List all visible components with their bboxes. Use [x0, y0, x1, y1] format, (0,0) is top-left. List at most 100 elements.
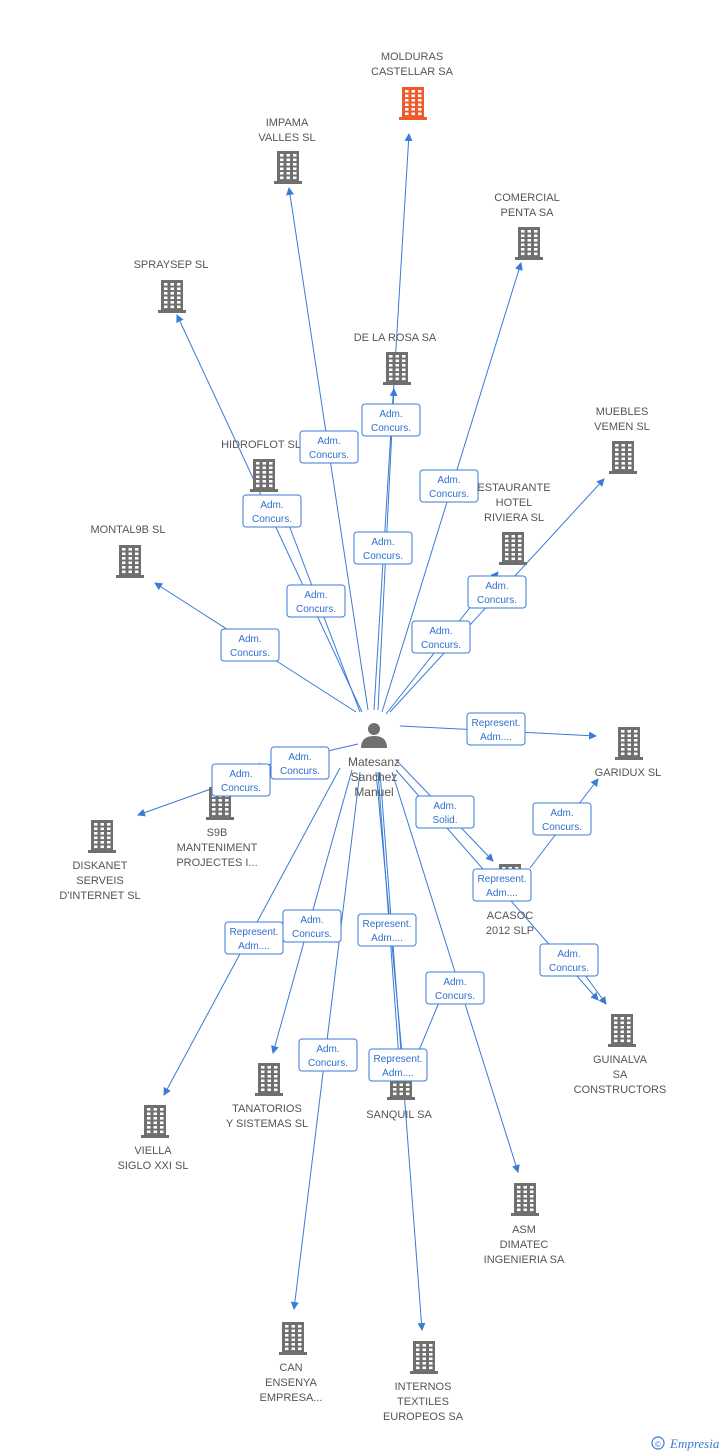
edge-label[interactable]: Adm.Concurs.: [242, 494, 302, 528]
company-label-hidroflot[interactable]: HIDROFLOT SL: [221, 439, 301, 451]
company-node-tanatorios[interactable]: [255, 1063, 283, 1096]
person-name[interactable]: Sanchez: [351, 770, 398, 784]
company-node-viella[interactable]: [141, 1105, 169, 1138]
person-name[interactable]: Matesanz: [348, 755, 400, 769]
edge-label-box[interactable]: [368, 1048, 428, 1082]
company-label-s9b[interactable]: PROJECTES I...: [176, 857, 257, 869]
company-label-spraysep[interactable]: SPRAYSEP SL: [134, 259, 209, 271]
company-label-can[interactable]: CAN: [279, 1362, 302, 1374]
edge-label[interactable]: Adm.Concurs.: [411, 620, 471, 654]
edge-label[interactable]: Adm.Concurs.: [270, 746, 330, 780]
company-node-montal[interactable]: [116, 545, 144, 578]
company-label-comercial[interactable]: PENTA SA: [501, 207, 555, 219]
company-label-montal[interactable]: MONTAL9B SL: [91, 524, 166, 536]
company-node-diskanet[interactable]: [88, 820, 116, 853]
edge-label[interactable]: Adm.Concurs.: [353, 531, 413, 565]
company-label-s9b[interactable]: S9B: [207, 827, 228, 839]
edge-label[interactable]: Adm.Concurs.: [539, 943, 599, 977]
company-label-guinalva[interactable]: SA: [613, 1069, 628, 1081]
company-label-tanatorios[interactable]: Y SISTEMAS SL: [226, 1118, 308, 1130]
edge-label-box[interactable]: [419, 469, 479, 503]
edge-label[interactable]: Represent.Adm....: [472, 868, 532, 902]
edge-label-box[interactable]: [299, 430, 359, 464]
company-label-impama[interactable]: VALLES SL: [258, 132, 315, 144]
edge-label-box[interactable]: [286, 584, 346, 618]
edge-label[interactable]: Represent.Adm....: [357, 913, 417, 947]
edge-label[interactable]: Adm.Concurs.: [286, 584, 346, 618]
edge-label-box[interactable]: [242, 494, 302, 528]
company-node-guinalva[interactable]: [608, 1014, 636, 1047]
edge-label[interactable]: Represent.Adm....: [224, 921, 284, 955]
edge-label-box[interactable]: [539, 943, 599, 977]
person-name[interactable]: Manuel: [354, 785, 393, 799]
edge-label[interactable]: Represent.Adm....: [466, 712, 526, 746]
edge-label-box[interactable]: [270, 746, 330, 780]
company-label-delarosa[interactable]: DE LA ROSA SA: [354, 332, 437, 344]
company-label-sanquil[interactable]: SANQUIL SA: [366, 1109, 432, 1121]
company-label-guinalva[interactable]: GUINALVA: [593, 1054, 648, 1066]
company-label-asm[interactable]: INGENIERIA SA: [484, 1254, 565, 1266]
edge-label[interactable]: Adm.Concurs.: [532, 802, 592, 836]
edge-label-box[interactable]: [472, 868, 532, 902]
edge-label-box[interactable]: [467, 575, 527, 609]
company-label-diskanet[interactable]: D'INTERNET SL: [59, 890, 140, 902]
company-label-acasoc[interactable]: 2012 SLP: [486, 925, 534, 937]
edge-label[interactable]: Adm.Concurs.: [211, 763, 271, 797]
company-node-molduras[interactable]: [399, 87, 427, 120]
company-node-muebles[interactable]: [609, 441, 637, 474]
edge-label[interactable]: Adm.Concurs.: [467, 575, 527, 609]
edge-label[interactable]: Adm.Concurs.: [425, 971, 485, 1005]
edge-label[interactable]: Adm.Solid.: [415, 795, 475, 829]
company-label-s9b[interactable]: MANTENIMENT: [177, 842, 258, 854]
edge-label-box[interactable]: [211, 763, 271, 797]
edge-label-box[interactable]: [415, 795, 475, 829]
company-label-diskanet[interactable]: SERVEIS: [76, 875, 124, 887]
company-label-internos[interactable]: EUROPEOS SA: [383, 1411, 464, 1423]
edge-label[interactable]: Adm.Concurs.: [361, 403, 421, 437]
company-node-comercial[interactable]: [515, 227, 543, 260]
company-node-garidux[interactable]: [615, 727, 643, 760]
company-label-garidux[interactable]: GARIDUX SL: [595, 767, 662, 779]
edge-label-box[interactable]: [411, 620, 471, 654]
company-node-hidroflot[interactable]: [250, 459, 278, 492]
company-label-diskanet[interactable]: DISKANET: [72, 860, 127, 872]
company-label-impama[interactable]: IMPAMA: [266, 117, 309, 129]
company-label-acasoc[interactable]: ACASOC: [487, 910, 534, 922]
edge-label[interactable]: Represent.Adm....: [368, 1048, 428, 1082]
edge-label-box[interactable]: [357, 913, 417, 947]
edge-label-box[interactable]: [466, 712, 526, 746]
company-label-internos[interactable]: TEXTILES: [397, 1396, 449, 1408]
edge-label-box[interactable]: [361, 403, 421, 437]
company-label-asm[interactable]: ASM: [512, 1224, 536, 1236]
company-label-guinalva[interactable]: CONSTRUCTORS: [574, 1084, 667, 1096]
company-label-restaurante[interactable]: ESTAURANTE: [477, 482, 550, 494]
edge-label-box[interactable]: [298, 1038, 358, 1072]
edge-label-box[interactable]: [425, 971, 485, 1005]
company-node-asm[interactable]: [511, 1183, 539, 1216]
company-label-internos[interactable]: INTERNOS: [395, 1381, 452, 1393]
company-label-can[interactable]: ENSENYA: [265, 1377, 317, 1389]
company-node-can[interactable]: [279, 1322, 307, 1355]
company-label-muebles[interactable]: MUEBLES: [596, 406, 649, 418]
company-node-impama[interactable]: [274, 151, 302, 184]
edge-label-box[interactable]: [353, 531, 413, 565]
edge-label-box[interactable]: [224, 921, 284, 955]
edge-label[interactable]: Adm.Concurs.: [282, 909, 342, 943]
company-label-comercial[interactable]: COMERCIAL: [494, 192, 559, 204]
company-label-molduras[interactable]: MOLDURAS: [381, 51, 443, 63]
edge-label[interactable]: Adm.Concurs.: [419, 469, 479, 503]
company-node-internos[interactable]: [410, 1341, 438, 1374]
company-label-can[interactable]: EMPRESA...: [260, 1392, 323, 1404]
company-node-delarosa[interactable]: [383, 352, 411, 385]
company-label-asm[interactable]: DIMATEC: [500, 1239, 549, 1251]
edge-label[interactable]: Adm.Concurs.: [220, 628, 280, 662]
person-icon[interactable]: [361, 723, 387, 748]
company-node-restaurante[interactable]: [499, 532, 527, 565]
edge-label-box[interactable]: [532, 802, 592, 836]
edge-label-box[interactable]: [220, 628, 280, 662]
company-label-restaurante[interactable]: RIVIERA SL: [484, 512, 544, 524]
company-label-viella[interactable]: VIELLA: [134, 1145, 172, 1157]
company-node-spraysep[interactable]: [158, 280, 186, 313]
edge-label[interactable]: Adm.Concurs.: [299, 430, 359, 464]
